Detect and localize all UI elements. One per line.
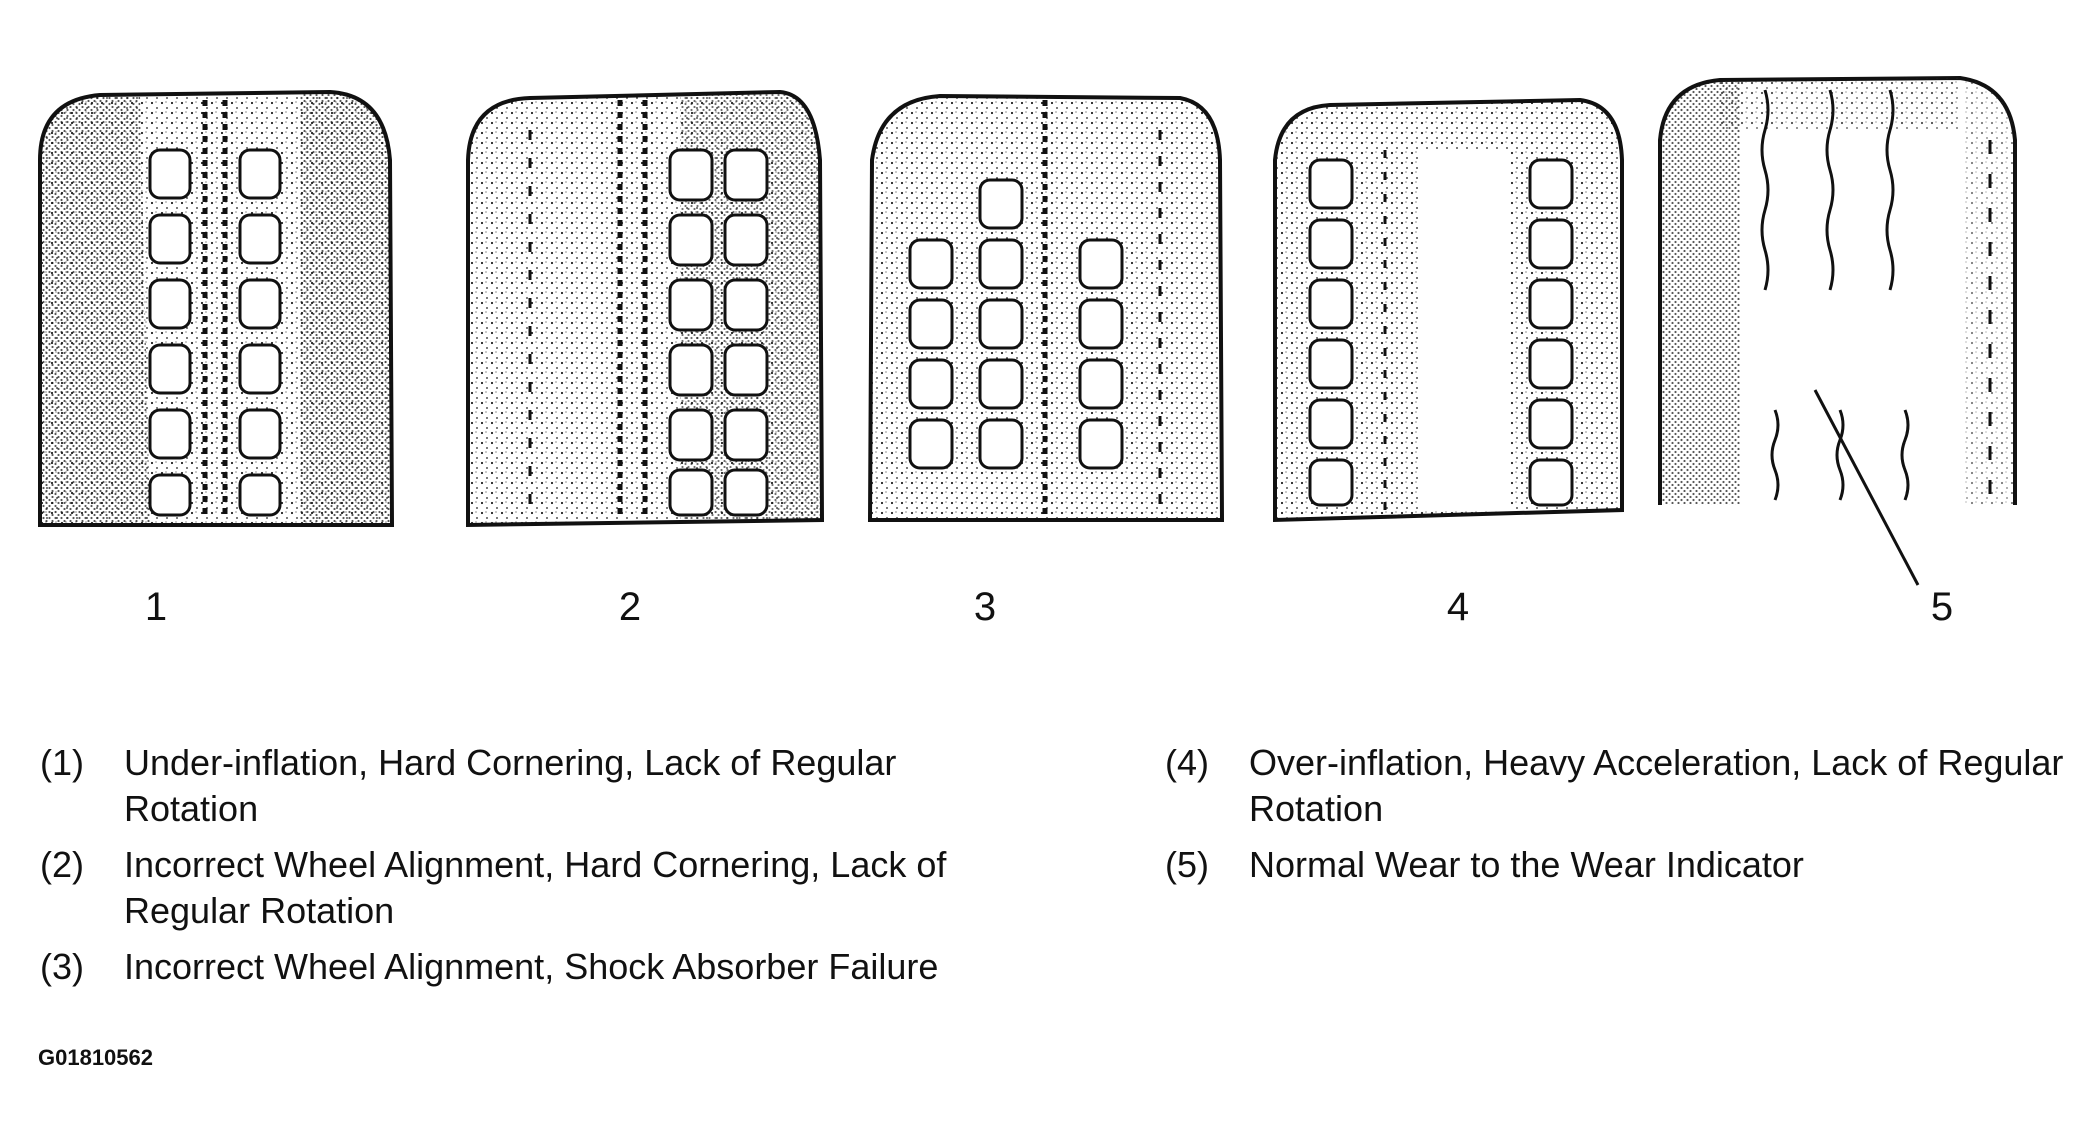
legend-item-number: (5)	[1165, 844, 1209, 885]
legend-item-number: (4)	[1165, 742, 1209, 783]
tire-5-illustration	[1658, 75, 2017, 586]
tire-2-illustration	[466, 89, 825, 528]
legend-item-number: (3)	[40, 946, 84, 987]
tire-wear-illustration	[38, 75, 2017, 586]
legend-item-5: (5) Normal Wear to the Wear Indicator	[1165, 842, 2065, 888]
tire-4-illustration	[1273, 97, 1624, 523]
legend-item-4: (4) Over-inflation, Heavy Acceleration, …	[1165, 740, 2065, 832]
legend-item-text: Normal Wear to the Wear Indicator	[1249, 844, 1804, 885]
legend-item-3: (3) Incorrect Wheel Alignment, Shock Abs…	[40, 944, 980, 990]
legend-item-text: Over-inflation, Heavy Acceleration, Lack…	[1249, 742, 2064, 829]
tire-number-4: 4	[1446, 585, 1470, 629]
legend-item-text: Under-inflation, Hard Cornering, Lack of…	[124, 742, 897, 829]
legend-item-text: Incorrect Wheel Alignment, Hard Cornerin…	[124, 844, 947, 931]
tire-number-5: 5	[1930, 585, 1954, 629]
figure-code: G01810562	[38, 1045, 153, 1070]
tire-1-illustration	[38, 89, 395, 527]
legend-item-1: (1) Under-inflation, Hard Cornering, Lac…	[40, 740, 980, 832]
tire-number-1: 1	[144, 585, 168, 629]
legend-item-number: (1)	[40, 742, 84, 783]
legend-left-column: (1) Under-inflation, Hard Cornering, Lac…	[40, 740, 980, 1000]
tire-number-2: 2	[618, 585, 642, 629]
legend-item-number: (2)	[40, 844, 84, 885]
legend-item-2: (2) Incorrect Wheel Alignment, Hard Corn…	[40, 842, 980, 934]
legend-right-column: (4) Over-inflation, Heavy Acceleration, …	[1165, 740, 2065, 898]
legend-item-text: Incorrect Wheel Alignment, Shock Absorbe…	[124, 946, 939, 987]
tire-number-3: 3	[973, 585, 997, 629]
tire-3-illustration	[867, 93, 1225, 522]
